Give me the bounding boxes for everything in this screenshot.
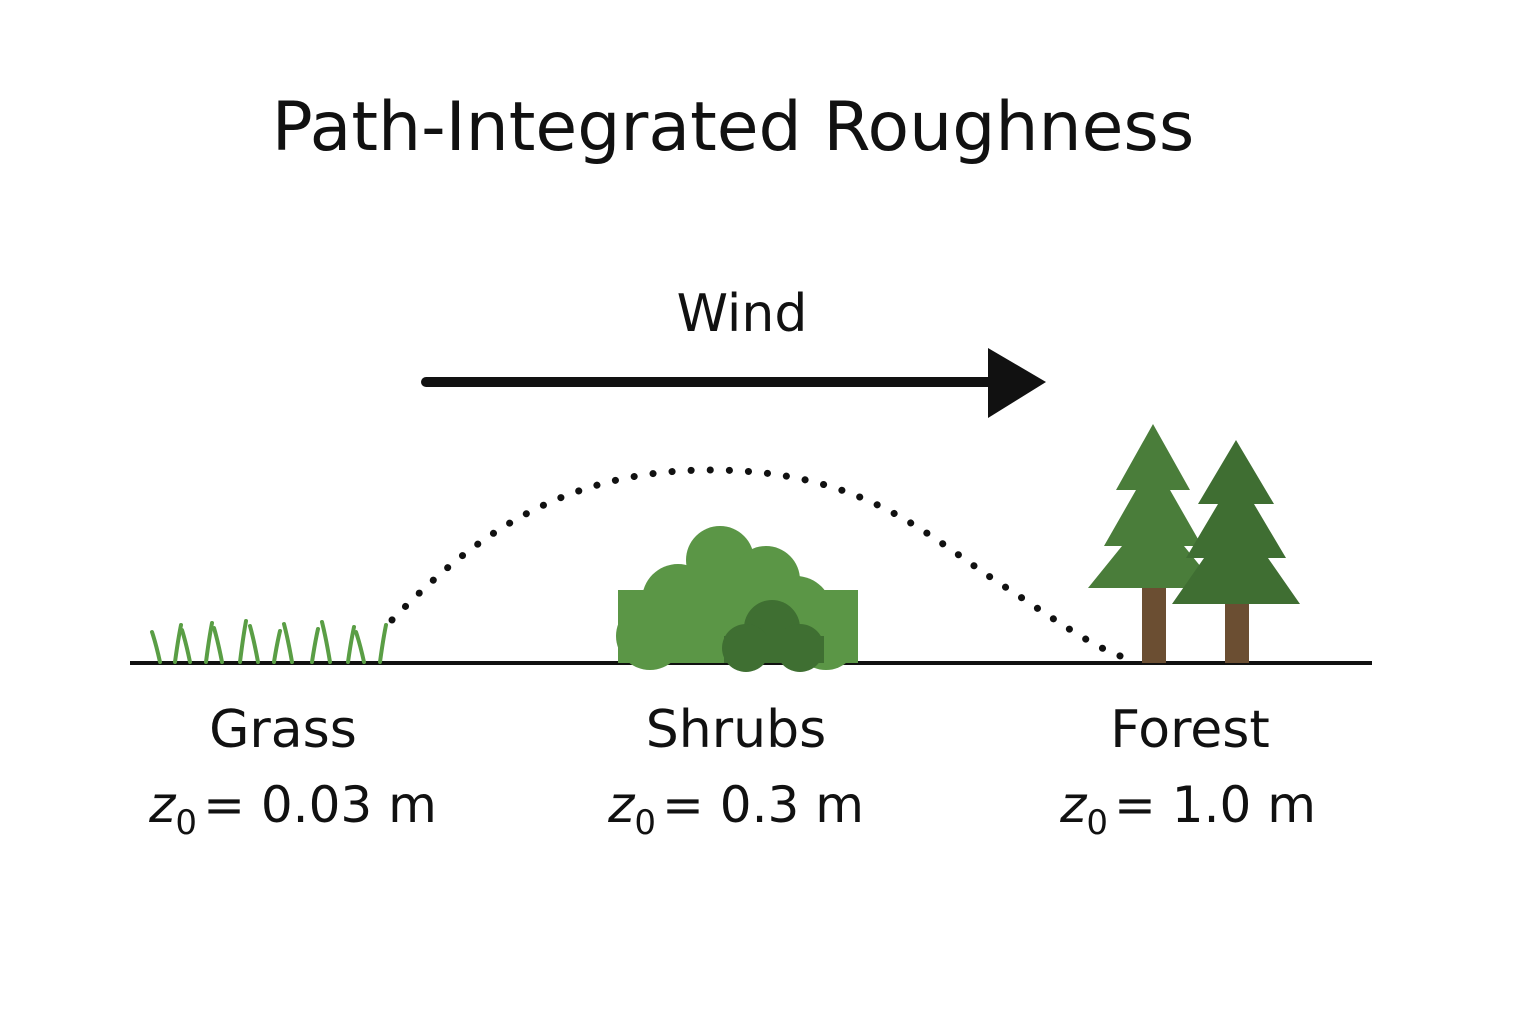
zone-name-grass: Grass — [209, 700, 357, 760]
roughness-unit: m — [388, 776, 437, 834]
equals-sign: = — [661, 776, 704, 834]
grass-icon — [150, 619, 388, 664]
roughness-subscript: 0 — [634, 803, 656, 843]
grass-blade — [272, 629, 282, 664]
tree-back — [1088, 424, 1218, 663]
zone-name-forest: Forest — [1110, 700, 1270, 760]
grass-blade — [150, 630, 162, 664]
grass-blade — [354, 630, 366, 664]
wind-arrow — [421, 348, 1046, 418]
roughness-symbol: z — [608, 776, 635, 834]
zone-name-shrubs: Shrubs — [645, 700, 827, 760]
roughness-symbol: z — [149, 776, 176, 834]
tree-front — [1172, 440, 1300, 663]
diagram-title: Path-Integrated Roughness — [271, 88, 1195, 167]
roughness-subscript: 0 — [1086, 803, 1108, 843]
shrubs-icon — [616, 526, 858, 672]
forest-icon — [1088, 424, 1300, 663]
wind-label: Wind — [676, 284, 808, 344]
grass-blade — [346, 625, 356, 664]
grass-blade — [212, 626, 224, 664]
grass-blade — [282, 622, 294, 664]
roughness-value: 0.3 — [719, 776, 800, 834]
roughness-unit: m — [815, 776, 864, 834]
zone-roughness-forest: z0= 1.0 m — [978, 776, 1398, 843]
equals-sign: = — [1113, 776, 1156, 834]
roughness-subscript: 0 — [175, 803, 198, 843]
zone-roughness-grass: z0= 0.03 m — [83, 776, 503, 843]
grass-blade — [320, 620, 332, 664]
equals-sign: = — [203, 776, 245, 834]
roughness-value: 0.03 — [260, 776, 373, 834]
grass-blade — [310, 627, 320, 664]
grass-blade — [180, 628, 192, 664]
grass-blade — [248, 624, 260, 664]
roughness-symbol: z — [1060, 776, 1087, 834]
roughness-unit: m — [1267, 776, 1316, 834]
roughness-value: 1.0 — [1171, 776, 1252, 834]
grass-blade — [378, 623, 388, 664]
zone-roughness-shrubs: z0= 0.3 m — [526, 776, 946, 843]
grass-blade — [173, 623, 183, 664]
grass-blade — [238, 619, 248, 664]
grass-blade — [204, 621, 214, 664]
